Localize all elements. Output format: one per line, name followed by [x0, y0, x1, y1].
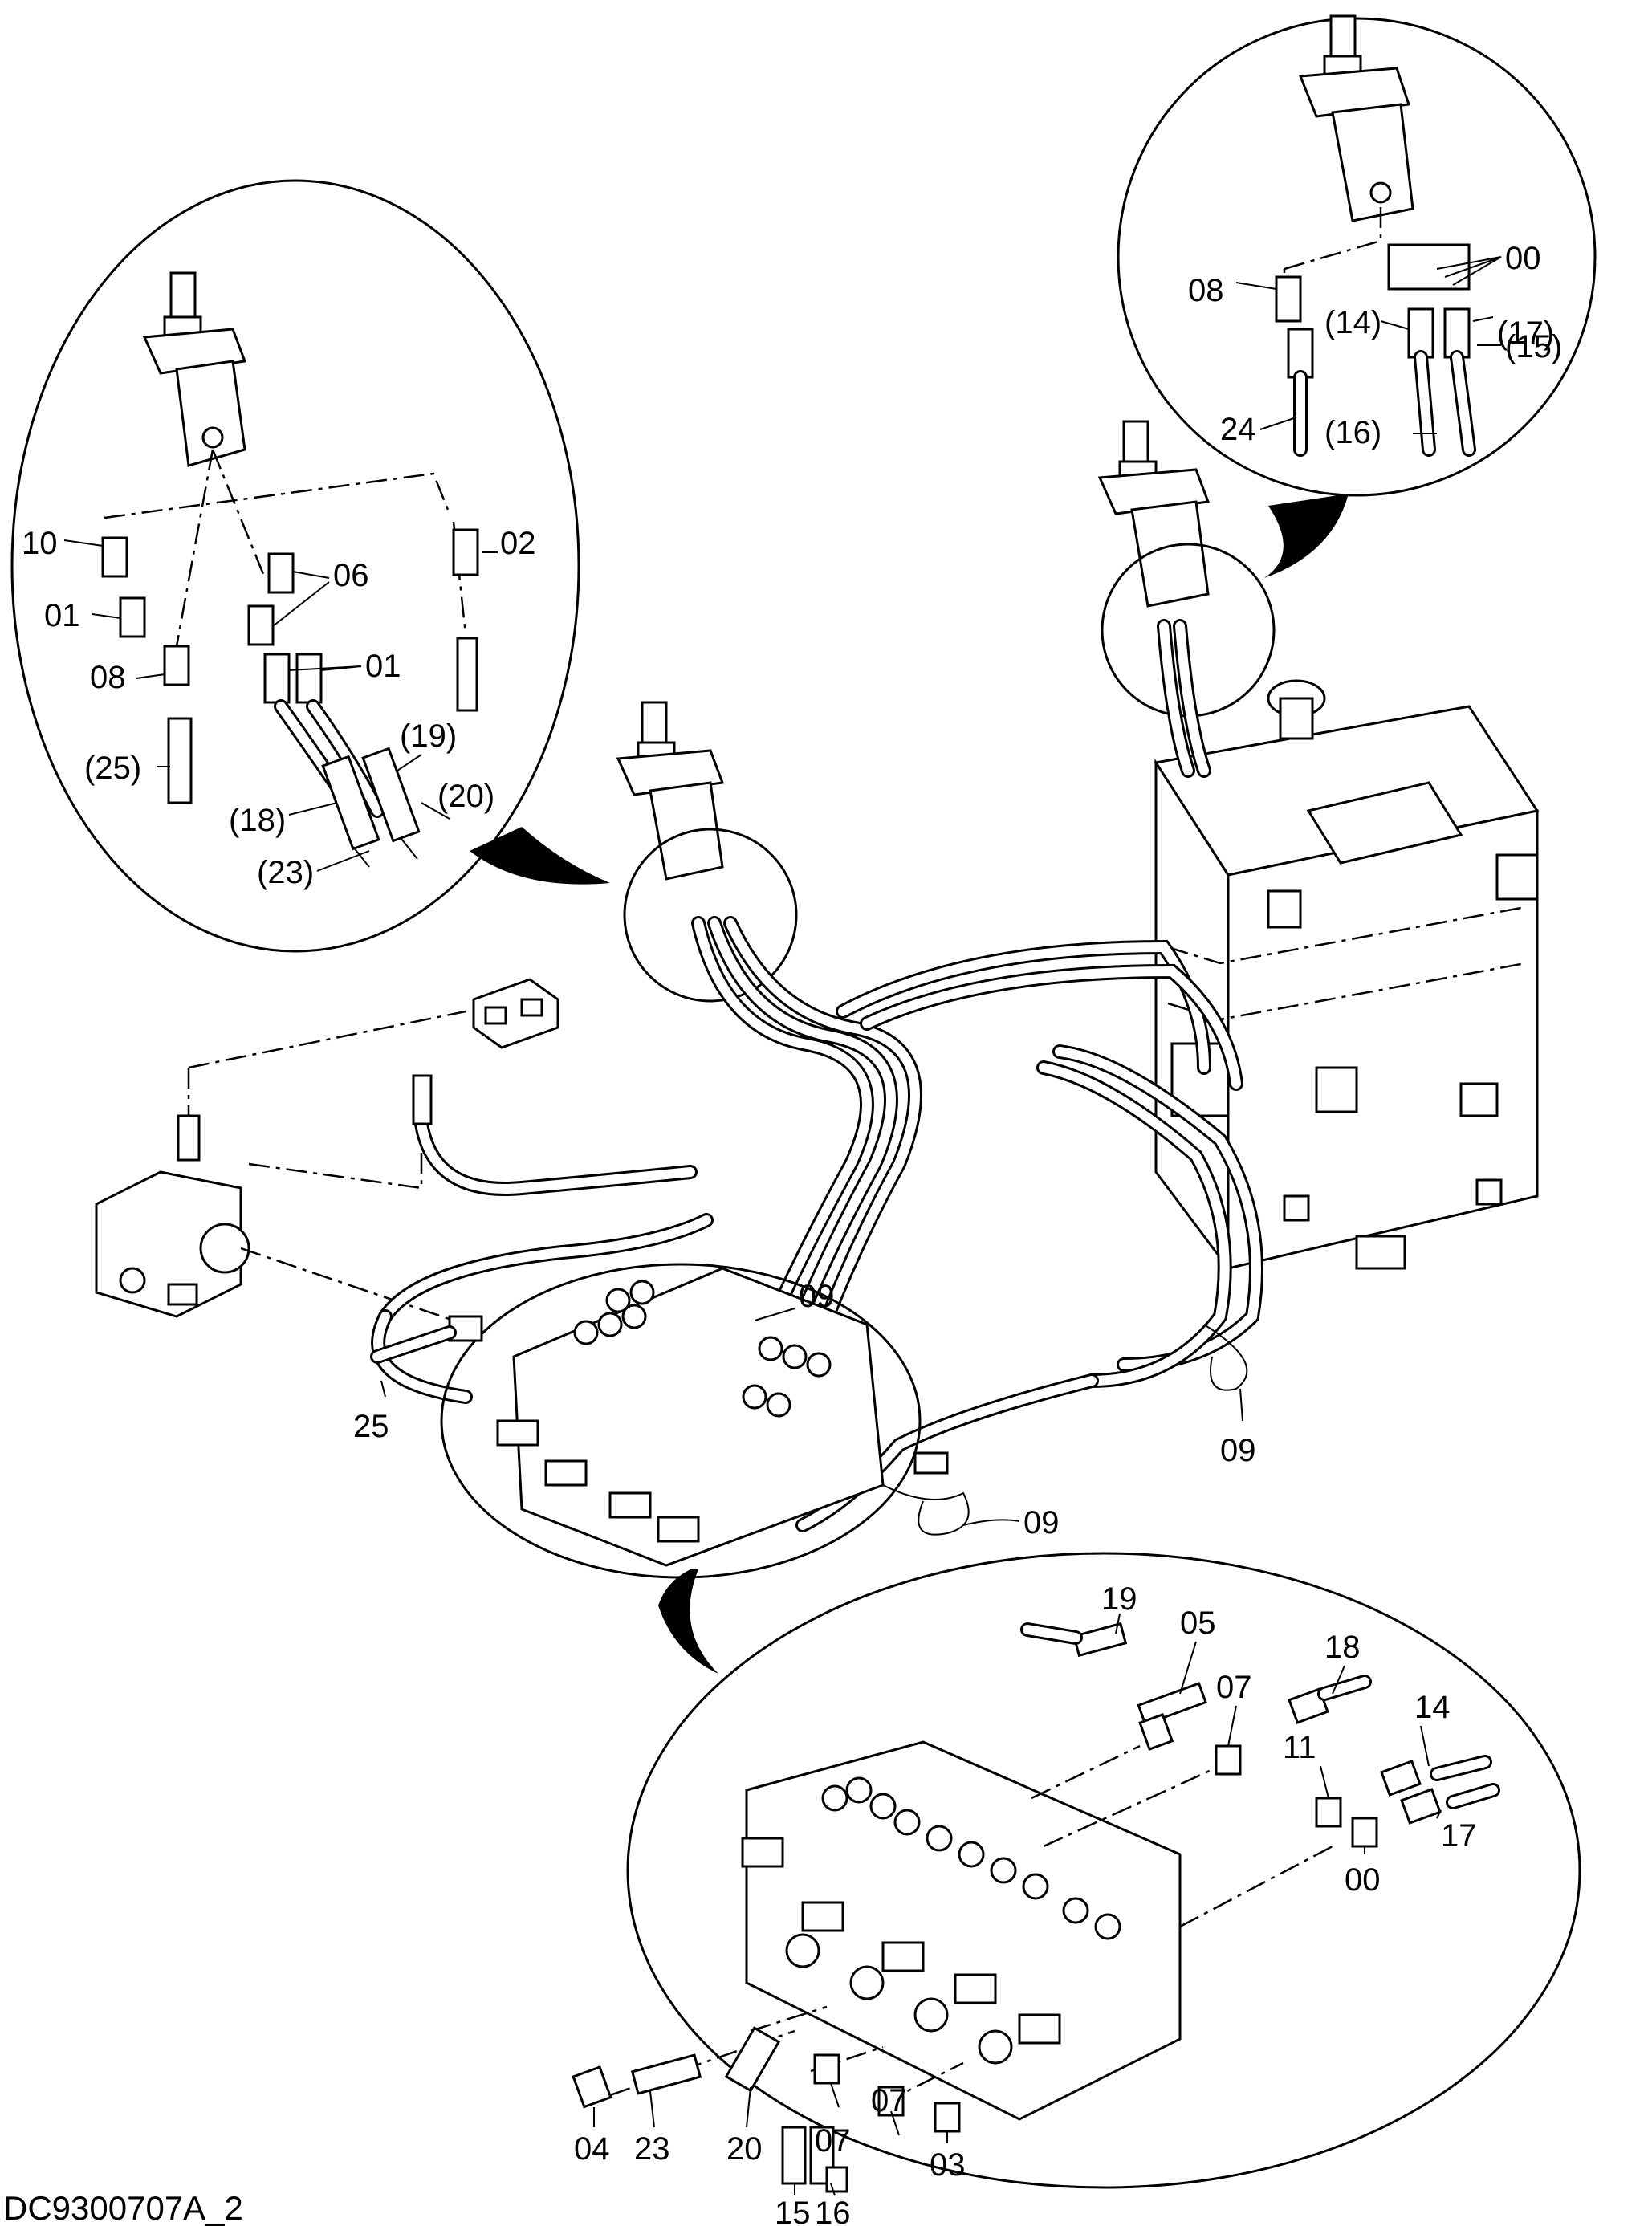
callout-18-paren: (18): [229, 803, 286, 838]
bottom-control-valve: [741, 1740, 1182, 2121]
callout-11: 11: [1283, 1730, 1316, 1765]
main-right-pilot-valve: [1097, 420, 1211, 608]
solenoid-valve-block: [95, 1114, 250, 1318]
callout-07-c: 07: [815, 2123, 851, 2159]
drawing-code: DC9300707A_2: [3, 2189, 243, 2226]
left-hoses: [274, 699, 421, 868]
callout-17-paren: (17): [1497, 315, 1554, 351]
callout-24: 24: [1220, 412, 1256, 447]
callout-19: 19: [1101, 1581, 1137, 1617]
callout-19-paren: (19): [400, 718, 457, 754]
callout-09-b: 09: [1220, 1433, 1256, 1468]
callout-03: 03: [930, 2147, 966, 2183]
left-pilot-valve: [142, 271, 247, 467]
callout-05: 05: [1180, 1605, 1216, 1641]
main-left-pilot-valve: [616, 701, 725, 881]
callout-01-b: 01: [365, 649, 401, 684]
callout-07-b: 07: [871, 2083, 907, 2118]
callout-14-paren: (14): [1324, 305, 1381, 340]
callout-00-right: 00: [1505, 241, 1541, 276]
callout-25-paren: (25): [84, 751, 141, 786]
callout-02: 02: [500, 526, 536, 561]
callout-18: 18: [1324, 1630, 1361, 1665]
callout-08-left: 08: [90, 660, 126, 695]
callout-16-paren: (16): [1324, 415, 1381, 450]
callout-08-right: 08: [1188, 273, 1224, 308]
callout-20-paren: (20): [437, 779, 494, 814]
callout-04: 04: [574, 2131, 610, 2167]
callout-01-a: 01: [44, 598, 80, 633]
connector-block: [472, 978, 559, 1049]
bottom-fittings: [572, 1622, 1500, 2193]
callout-09-a: 09: [799, 1279, 835, 1314]
callout-00-bottom: 00: [1345, 1862, 1381, 1898]
callout-15-paren: (15): [1505, 329, 1562, 364]
callout-07-a: 07: [1216, 1670, 1252, 1705]
callout-09-c: 09: [1023, 1505, 1060, 1540]
right-pilot-valve: [1298, 14, 1414, 222]
right-fittings: [1275, 243, 1471, 379]
right-detail-view: 00 08 (17) (14) (15) 24 (16): [1117, 14, 1597, 578]
left-detail-view: 10 02 06 01 01 08 (19) (20) (25) (18) (2…: [10, 179, 610, 953]
callout-25-main: 25: [353, 1409, 389, 1444]
callout-10: 10: [22, 526, 58, 561]
bottom-detail-view: 19 05 07 18 14 11 17 00 07 07 04 23 20 0…: [572, 1552, 1581, 2226]
left-fittings: [101, 528, 479, 804]
callout-06: 06: [333, 558, 369, 593]
callout-14: 14: [1414, 1690, 1451, 1725]
main-assembly: 09 25 09 09: [95, 420, 1540, 1674]
callout-16: 16: [815, 2195, 851, 2226]
callout-23: 23: [634, 2131, 670, 2167]
hydraulic-tank: [1154, 679, 1540, 1272]
pilot-hose-bundle: [371, 619, 1263, 1532]
callout-15: 15: [775, 2195, 811, 2226]
main-control-valve: [496, 1267, 885, 1567]
callout-23-paren: (23): [257, 855, 314, 890]
callout-17: 17: [1441, 1818, 1477, 1854]
callout-20: 20: [726, 2131, 763, 2167]
